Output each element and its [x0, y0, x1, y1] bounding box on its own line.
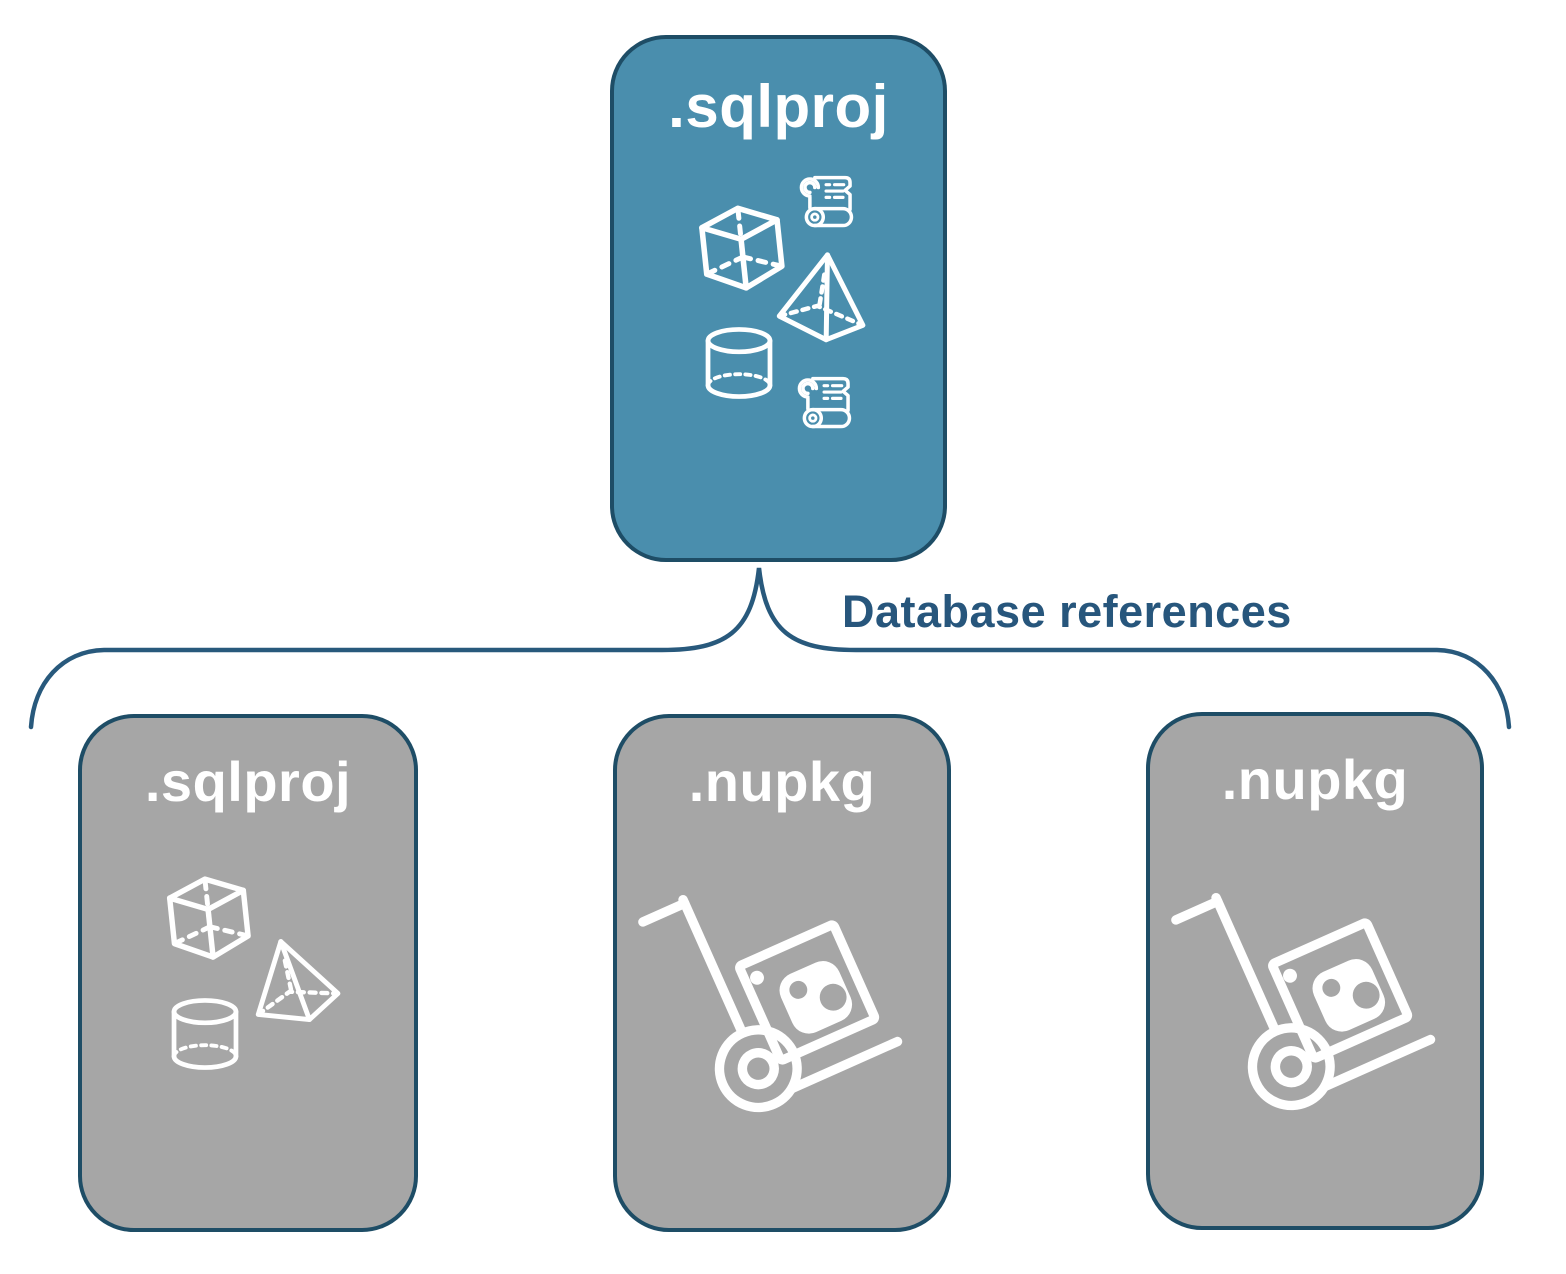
cylinder-icon [702, 317, 776, 409]
child-nupkg-box-1: .nupkg [613, 714, 951, 1232]
parent-box-title: .sqlproj [668, 73, 889, 140]
parent-sqlproj-box: .sqlproj [610, 35, 947, 562]
scroll-icon [794, 373, 857, 435]
child-box-title: .sqlproj [144, 750, 352, 813]
cylinder-icon [168, 988, 242, 1080]
connector-label: Database references [842, 586, 1292, 637]
child-nupkg-box-2: .nupkg [1146, 712, 1484, 1230]
handtruck-package-icon [630, 856, 920, 1162]
scroll-icon [796, 172, 859, 234]
handtruck-package-icon [1163, 854, 1453, 1160]
pyramid-icon [762, 239, 888, 353]
child-sqlproj-box: .sqlproj [78, 714, 418, 1232]
child-box-title: .nupkg [688, 750, 876, 813]
child-box-title: .nupkg [1221, 748, 1409, 811]
